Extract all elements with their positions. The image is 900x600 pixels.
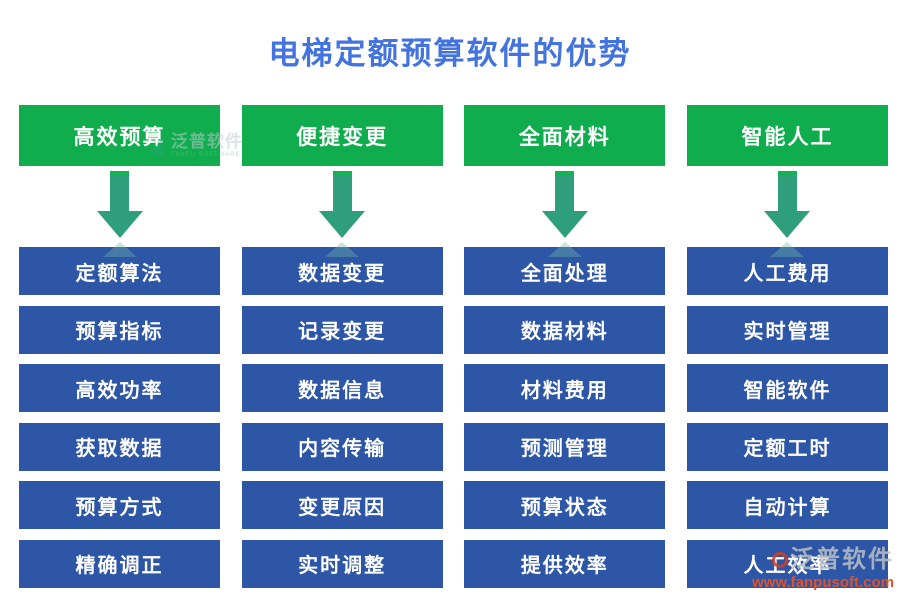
down-arrow-icon (541, 211, 588, 238)
column-2-items: 数据变更 记录变更 数据信息 内容传输 变更原因 实时调整 (241, 247, 443, 588)
list-item: 获取数据 (19, 422, 220, 471)
down-arrow-icon (332, 171, 352, 211)
list-item: 数据信息 (241, 364, 443, 413)
list-item: 人工费用 (686, 247, 888, 295)
down-arrow-4 (687, 166, 888, 257)
list-item: 智能软件 (686, 364, 888, 413)
down-arrow-1 (19, 166, 220, 257)
down-arrow-icon (777, 171, 797, 211)
list-item: 高效功率 (19, 364, 220, 413)
list-item: 精确调正 (19, 539, 220, 588)
list-item: 预算方式 (19, 481, 220, 530)
column-3-items: 全面处理 数据材料 材料费用 预测管理 预算状态 提供效率 (464, 247, 666, 588)
diagram-board: 高效预算 定额算法 预算指标 高效功率 获取数据 预算方式 精确调正 便捷变更 (19, 105, 888, 588)
list-item: 定额工时 (686, 422, 888, 471)
list-item: 预测管理 (464, 422, 666, 471)
down-arrow-icon (764, 211, 811, 238)
list-item: 变更原因 (241, 481, 443, 530)
down-arrow-icon (110, 171, 129, 211)
down-arrow-3 (464, 166, 665, 257)
column-3: 全面材料 全面处理 数据材料 材料费用 预测管理 预算状态 提供效率 (464, 105, 666, 588)
list-item: 数据变更 (241, 247, 443, 295)
column-4-items: 人工费用 实时管理 智能软件 定额工时 自动计算 人工效率 (686, 247, 888, 588)
list-item: 全面处理 (464, 247, 666, 295)
column-2: 便捷变更 数据变更 记录变更 数据信息 内容传输 变更原因 实时调整 (241, 105, 443, 588)
column-1-header: 高效预算 (19, 105, 220, 166)
down-arrow-icon (319, 211, 366, 238)
down-arrow-icon (96, 211, 143, 238)
list-item: 提供效率 (464, 539, 666, 588)
column-3-header: 全面材料 (464, 105, 666, 166)
page-title: 电梯定额预算软件的优势 (268, 36, 632, 71)
list-item: 自动计算 (686, 481, 888, 530)
list-item: 记录变更 (241, 305, 443, 354)
column-1-items: 定额算法 预算指标 高效功率 获取数据 预算方式 精确调正 (19, 247, 220, 588)
column-4-header: 智能人工 (686, 105, 888, 166)
column-1: 高效预算 定额算法 预算指标 高效功率 获取数据 预算方式 精确调正 (19, 105, 220, 588)
list-item: 内容传输 (241, 422, 443, 471)
list-item: 预算指标 (19, 305, 220, 354)
column-4: 智能人工 人工费用 实时管理 智能软件 定额工时 自动计算 人工效率 (686, 105, 888, 588)
list-item: 实时调整 (241, 539, 443, 588)
list-item: 材料费用 (464, 364, 666, 413)
down-arrow-2 (242, 166, 443, 257)
list-item: 实时管理 (686, 305, 888, 354)
column-2-header: 便捷变更 (241, 105, 443, 166)
down-arrow-icon (555, 171, 575, 211)
list-item: 预算状态 (464, 481, 666, 530)
list-item: 定额算法 (19, 247, 220, 295)
list-item: 数据材料 (464, 305, 666, 354)
list-item: 人工效率 (686, 539, 888, 588)
